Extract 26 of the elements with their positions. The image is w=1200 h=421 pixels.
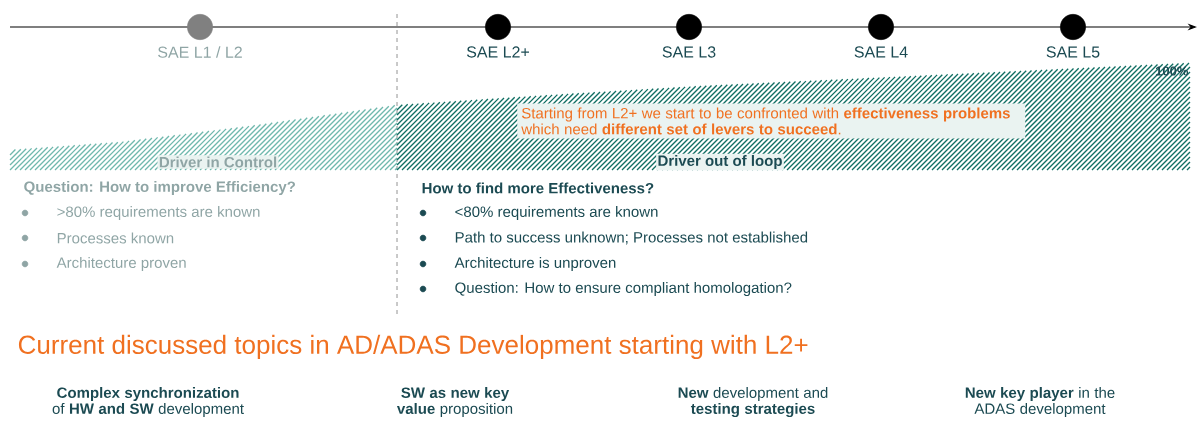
level-label: SAE L2+ <box>466 46 529 58</box>
milestone-dot <box>187 14 213 40</box>
note-text: Starting from L2+ we start to be confronted with effectiveness problems which need different set of levers to succeed. <box>517 103 1026 139</box>
level-label: SAE L4 <box>854 46 908 58</box>
milestone-dot <box>1060 14 1086 40</box>
heading: Current discussed topics in AD/ADAS Development starting with L2+ <box>18 334 808 360</box>
milestone-dot <box>868 14 894 40</box>
milestone-dot <box>676 14 702 40</box>
list-item: Architecture is unproven <box>454 257 616 271</box>
milestone-dot <box>485 14 511 40</box>
section-heading: How to find more Effectiveness? <box>422 182 654 194</box>
topic-text: New key player in the ADAS development <box>965 387 1115 417</box>
level-label: SAE L3 <box>662 46 716 58</box>
percent-label: 100% <box>1155 66 1189 76</box>
list-item: Architecture proven <box>56 257 186 271</box>
topic-text: SW as new key value proposition <box>397 387 513 417</box>
topic-text: Complex synchronization of HW and SW development <box>52 387 244 417</box>
list-item: Path to success unknown; Processes not established <box>455 231 808 245</box>
list-item: Processes known <box>57 232 174 244</box>
list-item: >80% requirements are known <box>57 206 260 220</box>
list-item: Question: How to ensure compliant homologation? <box>455 282 792 296</box>
level-label: SAE L5 <box>1046 46 1100 58</box>
hatched-band: Driver in Control <box>9 104 398 171</box>
level-label: SAE L1 / L2 <box>158 46 242 58</box>
topic-text: New development and testing strategies <box>678 386 828 417</box>
list-item: <80% requirements are known <box>455 206 658 220</box>
